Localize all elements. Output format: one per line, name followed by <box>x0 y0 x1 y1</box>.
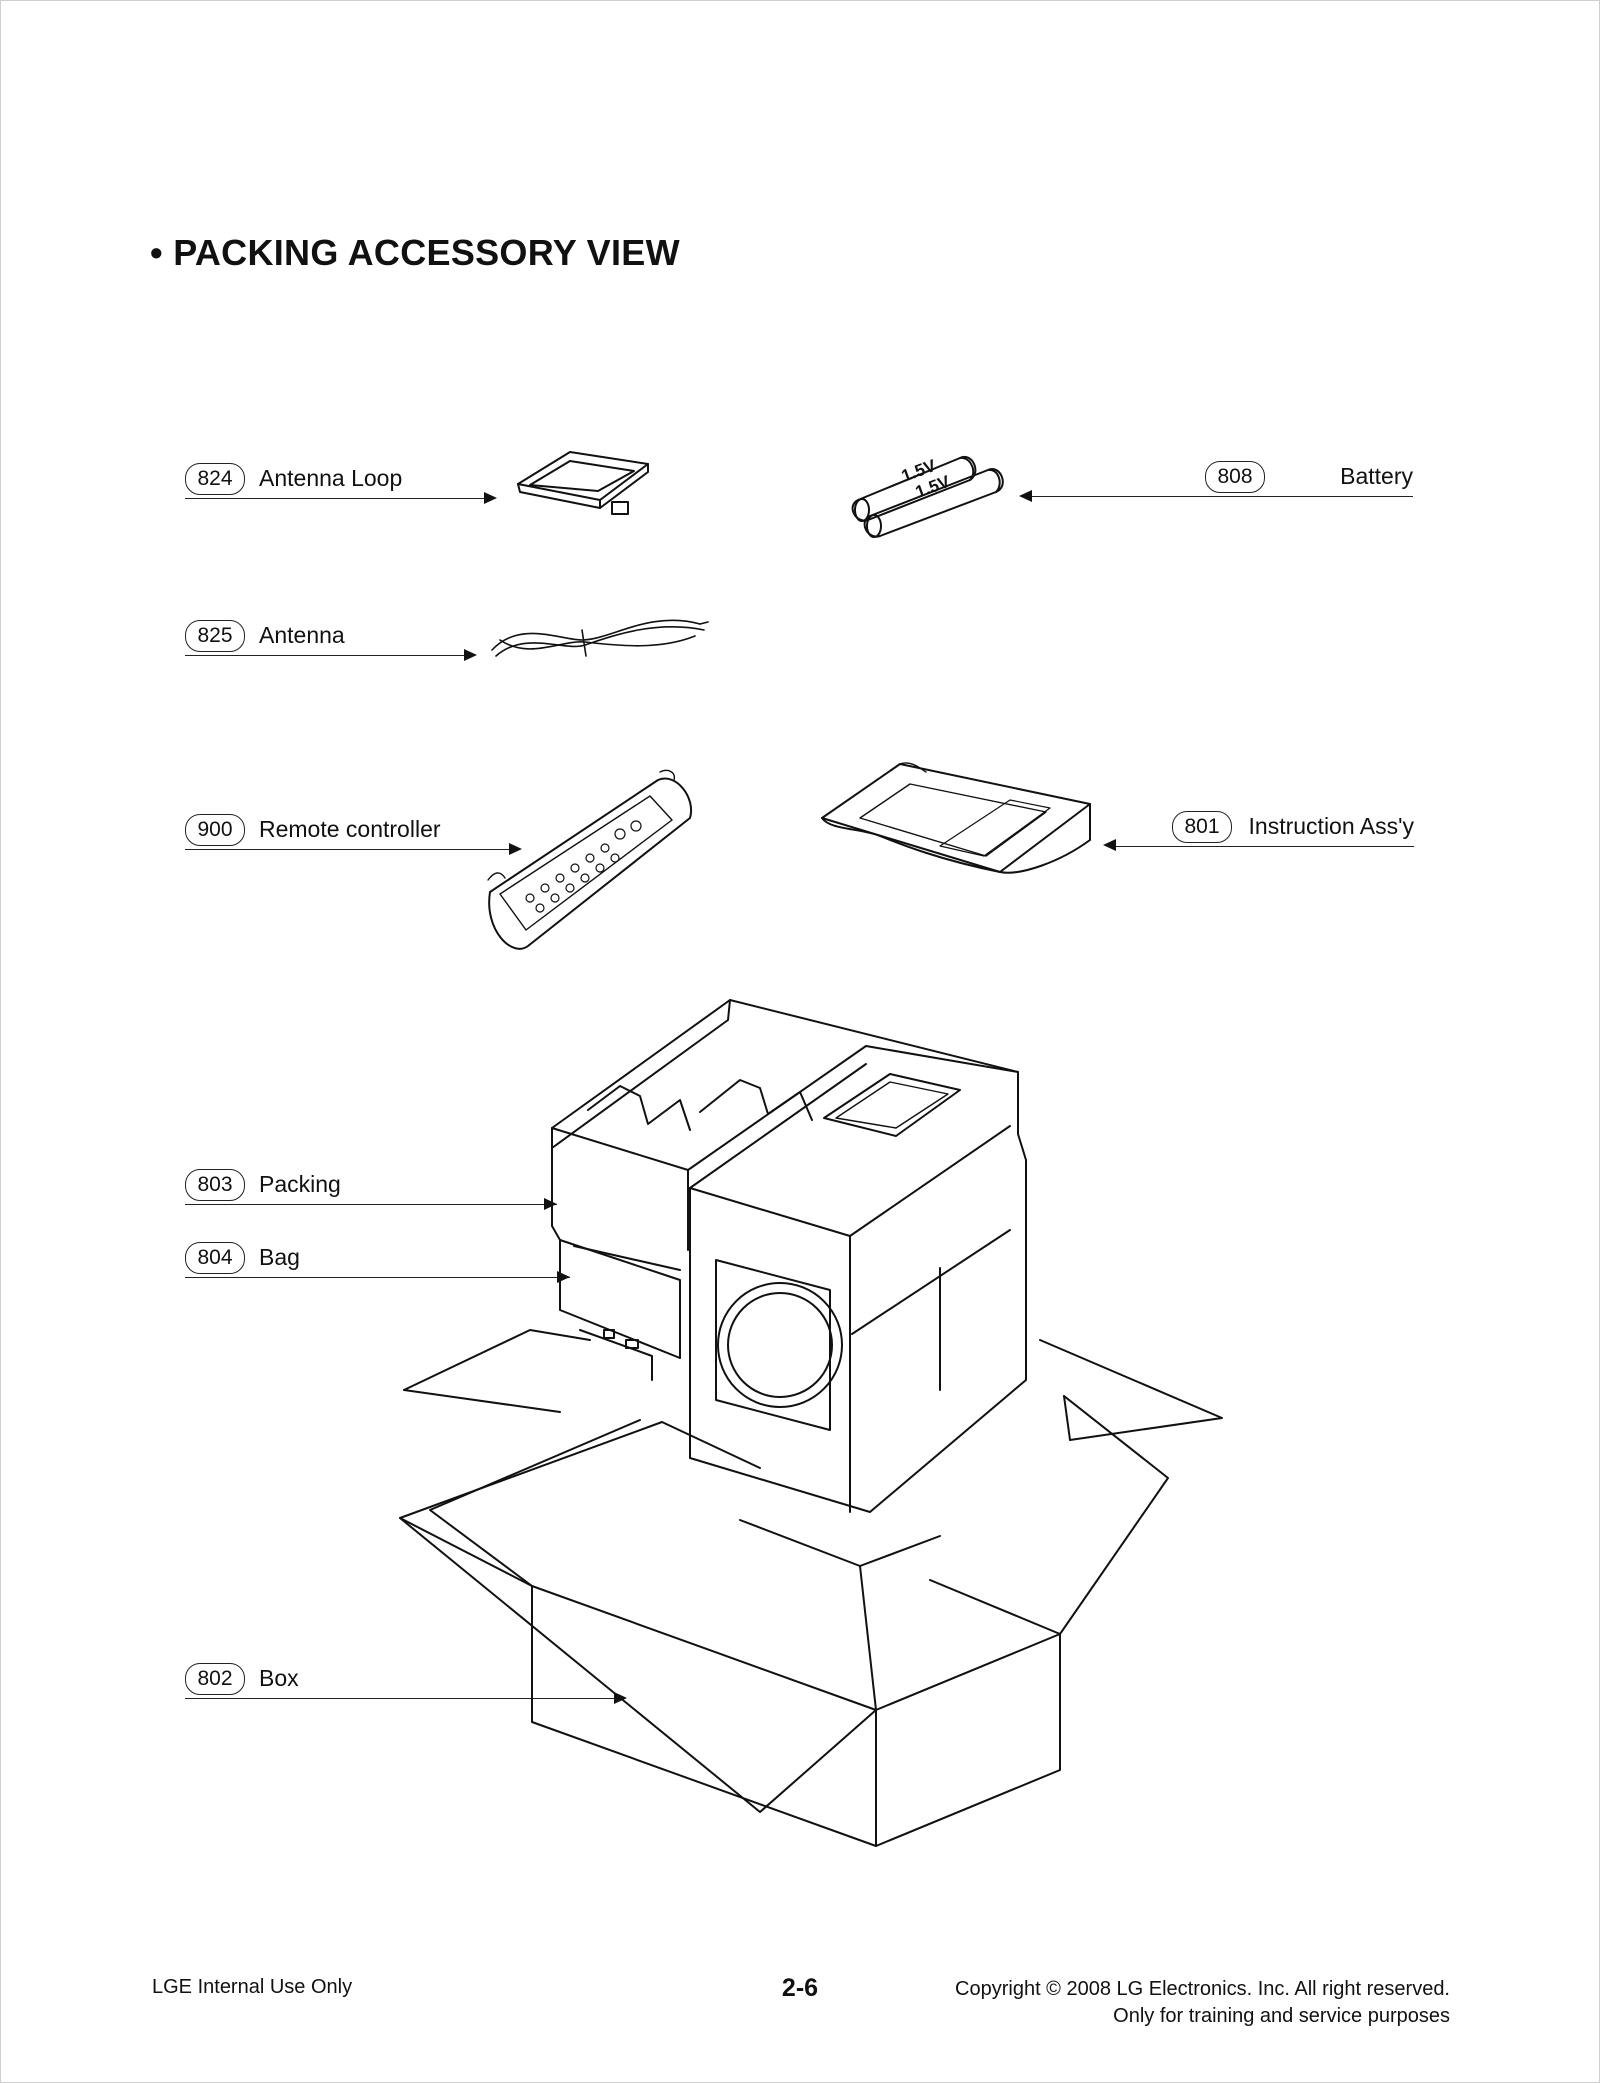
footer-purpose: Only for training and service purposes <box>1113 2005 1450 2027</box>
footer-copyright: Copyright © 2008 LG Electronics. Inc. Al… <box>955 1978 1450 2000</box>
part-name: Battery <box>1340 463 1413 489</box>
foam-packing-icon <box>551 999 1027 1513</box>
antenna-loop-icon <box>517 451 649 515</box>
label-instruction: 801 Instruction Ass'y <box>1114 811 1414 847</box>
battery-icon: 1.5V 1.5V <box>851 456 1004 538</box>
part-number-badge: 801 <box>1172 811 1232 843</box>
box-icon <box>399 1329 1223 1847</box>
antenna-wire-icon <box>491 619 709 657</box>
label-packing: 803 Packing <box>185 1169 557 1205</box>
label-antenna-loop: 824 Antenna Loop <box>185 463 495 499</box>
part-name: Bag <box>259 1244 300 1270</box>
part-number-badge: 804 <box>185 1242 245 1274</box>
page-title: • PACKING ACCESSORY VIEW <box>150 232 680 273</box>
page-number: 2-6 <box>781 1974 819 2002</box>
part-name: Packing <box>259 1171 341 1197</box>
part-number-badge: 803 <box>185 1169 245 1201</box>
label-remote-controller: 900 Remote controller <box>185 814 520 850</box>
part-number-badge: 824 <box>185 463 245 495</box>
part-name: Remote controller <box>259 816 441 842</box>
remote-controller-icon <box>487 769 693 950</box>
footer-internal-use: LGE Internal Use Only <box>152 1976 353 1998</box>
part-name: Antenna <box>259 622 345 648</box>
part-number-badge: 900 <box>185 814 245 846</box>
footer-copyright-block: Copyright © 2008 LG Electronics. Inc. Al… <box>955 1976 1450 2030</box>
part-number-badge: 825 <box>185 620 245 652</box>
label-box: 802 Box <box>185 1663 625 1699</box>
part-name: Instruction Ass'y <box>1248 813 1414 839</box>
label-battery: 808 Battery <box>1023 461 1413 497</box>
label-bag: 804 Bag <box>185 1242 570 1278</box>
part-number-badge: 808 <box>1205 461 1265 493</box>
part-name: Antenna Loop <box>259 465 403 491</box>
part-number-badge: 802 <box>185 1663 245 1695</box>
part-name: Box <box>259 1665 299 1691</box>
label-antenna: 825 Antenna <box>185 620 475 656</box>
instruction-manual-icon <box>821 762 1091 874</box>
